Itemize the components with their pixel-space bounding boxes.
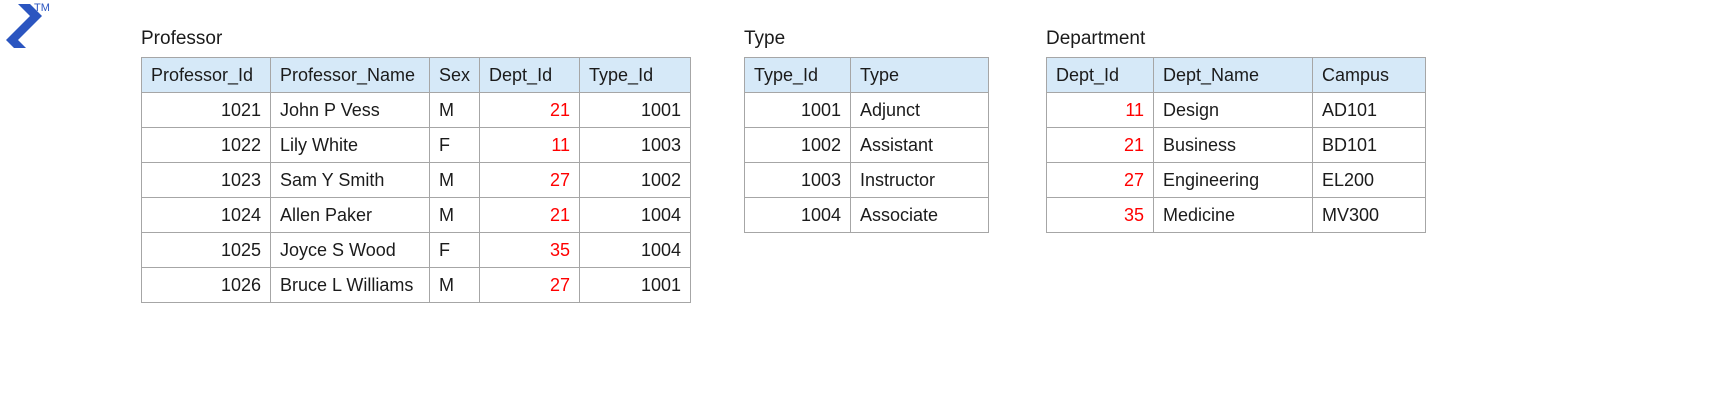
table-row: 1003 Instructor	[744, 162, 989, 198]
table-row: 11 Design AD101	[1046, 92, 1426, 128]
cell-dept-id: 27	[479, 162, 581, 198]
professor-table-caption: Professor	[141, 28, 223, 49]
cell-type-id: 1004	[579, 197, 692, 233]
column-header-professor-name: Professor_Name	[270, 57, 430, 93]
table-row: 1004 Associate	[744, 197, 989, 233]
table-row: 1024 Allen Paker M 21 1004	[141, 197, 692, 233]
trademark-symbol: TM	[34, 2, 50, 14]
column-header-sex: Sex	[428, 57, 481, 93]
cell-sex: F	[428, 232, 481, 268]
cell-dept-id: 11	[1046, 92, 1154, 128]
cell-dept-id: 21	[1046, 127, 1154, 163]
z-logo-icon	[6, 4, 42, 52]
cell-professor-id: 1022	[141, 127, 271, 163]
cell-dept-id: 21	[479, 92, 581, 128]
cell-dept-name: Engineering	[1153, 162, 1313, 198]
professor-table-block: Professor Professor_Id Professor_Name Se…	[141, 28, 692, 303]
cell-type: Adjunct	[850, 92, 989, 128]
cell-professor-name: Allen Paker	[270, 197, 430, 233]
table-row: 1023 Sam Y Smith M 27 1002	[141, 162, 692, 198]
cell-sex: M	[428, 197, 481, 233]
cell-type: Instructor	[850, 162, 989, 198]
cell-sex: M	[428, 92, 481, 128]
cell-type-id: 1004	[579, 232, 692, 268]
column-header-professor-id: Professor_Id	[141, 57, 271, 93]
brand-logo: TM	[4, 2, 64, 52]
cell-type-id: 1001	[579, 92, 692, 128]
cell-professor-name: Sam Y Smith	[270, 162, 430, 198]
department-table-block: Department Dept_Id Dept_Name Campus 11 D…	[1046, 28, 1426, 233]
cell-campus: MV300	[1312, 197, 1426, 233]
cell-professor-name: Joyce S Wood	[270, 232, 430, 268]
table-header-row: Dept_Id Dept_Name Campus	[1046, 57, 1426, 93]
cell-type-id: 1003	[579, 127, 692, 163]
type-table-block: Type Type_Id Type 1001 Adjunct 1002 Assi…	[744, 28, 989, 233]
cell-professor-id: 1024	[141, 197, 271, 233]
cell-dept-id: 35	[479, 232, 581, 268]
cell-type-id: 1001	[744, 92, 851, 128]
department-table-caption: Department	[1046, 28, 1146, 49]
column-header-type-id: Type_Id	[579, 57, 692, 93]
column-header-dept-id: Dept_Id	[479, 57, 581, 93]
cell-dept-id: 35	[1046, 197, 1154, 233]
cell-professor-id: 1025	[141, 232, 271, 268]
cell-type-id: 1003	[744, 162, 851, 198]
department-table: Dept_Id Dept_Name Campus 11 Design AD101…	[1046, 57, 1426, 233]
table-row: 35 Medicine MV300	[1046, 197, 1426, 233]
table-header-row: Professor_Id Professor_Name Sex Dept_Id …	[141, 57, 692, 93]
cell-professor-id: 1026	[141, 267, 271, 303]
cell-professor-id: 1023	[141, 162, 271, 198]
cell-type-id: 1002	[744, 127, 851, 163]
cell-professor-name: John P Vess	[270, 92, 430, 128]
cell-professor-name: Bruce L Williams	[270, 267, 430, 303]
cell-type-id: 1004	[744, 197, 851, 233]
column-header-type: Type	[850, 57, 989, 93]
cell-dept-name: Design	[1153, 92, 1313, 128]
type-table-caption: Type	[744, 28, 786, 49]
table-row: 1022 Lily White F 11 1003	[141, 127, 692, 163]
cell-campus: BD101	[1312, 127, 1426, 163]
column-header-type-id: Type_Id	[744, 57, 851, 93]
cell-sex: M	[428, 267, 481, 303]
cell-professor-id: 1021	[141, 92, 271, 128]
table-row: 1001 Adjunct	[744, 92, 989, 128]
cell-dept-id: 21	[479, 197, 581, 233]
cell-dept-name: Medicine	[1153, 197, 1313, 233]
table-row: 21 Business BD101	[1046, 127, 1426, 163]
table-row: 1021 John P Vess M 21 1001	[141, 92, 692, 128]
type-table: Type_Id Type 1001 Adjunct 1002 Assistant…	[744, 57, 989, 233]
column-header-campus: Campus	[1312, 57, 1426, 93]
cell-type: Associate	[850, 197, 989, 233]
cell-campus: AD101	[1312, 92, 1426, 128]
table-row: 1002 Assistant	[744, 127, 989, 163]
cell-sex: M	[428, 162, 481, 198]
table-header-row: Type_Id Type	[744, 57, 989, 93]
cell-professor-name: Lily White	[270, 127, 430, 163]
table-row: 27 Engineering EL200	[1046, 162, 1426, 198]
table-row: 1025 Joyce S Wood F 35 1004	[141, 232, 692, 268]
professor-table: Professor_Id Professor_Name Sex Dept_Id …	[141, 57, 692, 303]
cell-dept-name: Business	[1153, 127, 1313, 163]
cell-type-id: 1001	[579, 267, 692, 303]
cell-dept-id: 27	[1046, 162, 1154, 198]
column-header-dept-name: Dept_Name	[1153, 57, 1313, 93]
column-header-dept-id: Dept_Id	[1046, 57, 1154, 93]
cell-dept-id: 27	[479, 267, 581, 303]
cell-type-id: 1002	[579, 162, 692, 198]
cell-type: Assistant	[850, 127, 989, 163]
cell-campus: EL200	[1312, 162, 1426, 198]
table-row: 1026 Bruce L Williams M 27 1001	[141, 267, 692, 303]
cell-sex: F	[428, 127, 481, 163]
cell-dept-id: 11	[479, 127, 581, 163]
